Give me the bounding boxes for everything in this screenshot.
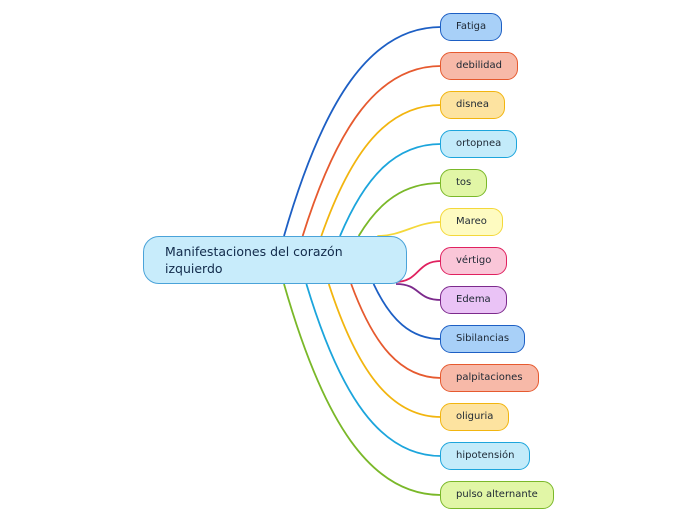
branch-node-5[interactable]: tos xyxy=(440,169,488,197)
central-topic[interactable]: Manifestaciones del corazón izquierdo xyxy=(143,236,407,284)
branch-node-8[interactable]: Edema xyxy=(440,286,507,314)
branch-node-7[interactable]: vértigo xyxy=(440,247,508,275)
branch-node-label: Sibilancias xyxy=(456,333,510,344)
connector-9 xyxy=(372,283,442,340)
branch-node-13[interactable]: pulso alternante xyxy=(440,481,554,509)
connector-10 xyxy=(350,283,442,379)
branch-node-label: debilidad xyxy=(456,60,503,71)
connector-7 xyxy=(394,260,442,283)
branch-node-2[interactable]: debilidad xyxy=(440,52,519,80)
connector-8 xyxy=(395,283,442,301)
branch-node-label: palpitaciones xyxy=(456,372,523,383)
connector-4 xyxy=(339,143,442,237)
connector-1 xyxy=(283,26,442,237)
branch-node-label: disnea xyxy=(456,99,489,110)
branch-node-label: oliguria xyxy=(456,411,494,422)
branch-node-12[interactable]: hipotensión xyxy=(440,442,531,470)
branch-node-11[interactable]: oliguria xyxy=(440,403,510,431)
branch-node-10[interactable]: palpitaciones xyxy=(440,364,539,392)
branch-node-label: Mareo xyxy=(456,216,487,227)
connector-2 xyxy=(301,65,442,237)
connector-13 xyxy=(283,283,442,496)
branch-node-label: Edema xyxy=(456,294,491,305)
branch-node-1[interactable]: Fatiga xyxy=(440,13,503,41)
branch-node-label: vértigo xyxy=(456,255,492,266)
connector-12 xyxy=(305,283,442,457)
branch-node-9[interactable]: Sibilancias xyxy=(440,325,526,353)
central-topic-label: Manifestaciones del corazón izquierdo xyxy=(165,244,343,276)
branch-node-label: ortopnea xyxy=(456,138,502,149)
connector-5 xyxy=(357,182,442,237)
branch-node-6[interactable]: Mareo xyxy=(440,208,503,236)
branch-node-label: pulso alternante xyxy=(456,489,538,500)
branch-node-4[interactable]: ortopnea xyxy=(440,130,518,158)
branch-node-label: Fatiga xyxy=(456,21,487,32)
branch-node-3[interactable]: disnea xyxy=(440,91,505,119)
connector-3 xyxy=(320,104,442,237)
branch-node-label: hipotensión xyxy=(456,450,515,461)
connector-11 xyxy=(327,283,442,418)
connector-6 xyxy=(377,221,442,237)
branch-node-label: tos xyxy=(456,177,472,188)
